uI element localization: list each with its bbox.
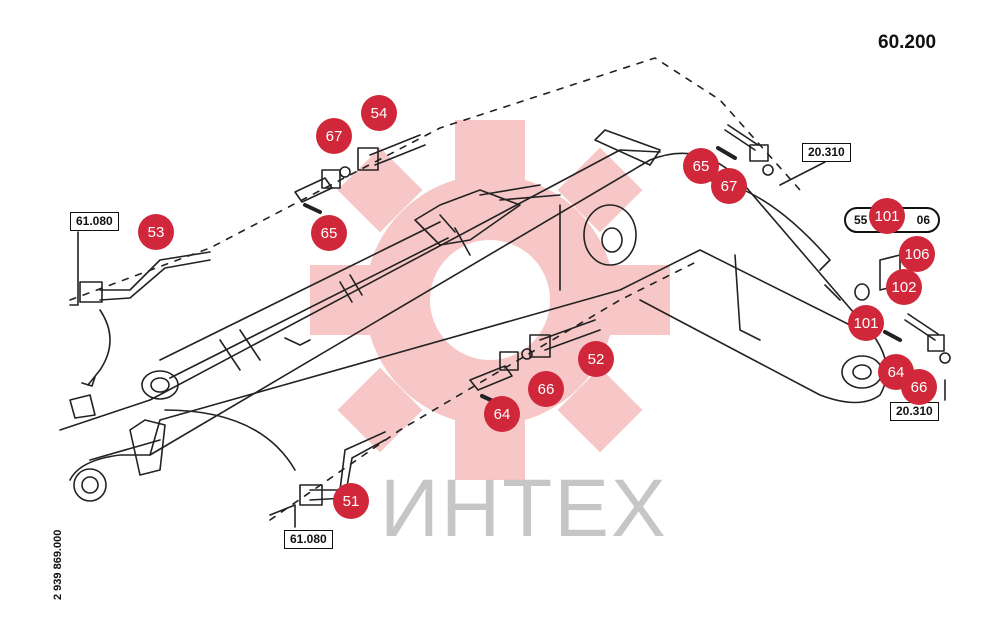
callout-marker[interactable]: 67 [316, 118, 352, 154]
callout-marker[interactable]: 101 [869, 198, 905, 234]
callout-marker[interactable]: 101 [848, 305, 884, 341]
callout-marker[interactable]: 67 [711, 168, 747, 204]
callout-marker[interactable]: 106 [899, 236, 935, 272]
callout-marker[interactable]: 65 [311, 215, 347, 251]
watermark-text: ИНТЕХ [380, 463, 668, 554]
callout-marker[interactable]: 54 [361, 95, 397, 131]
part-box-left-label: 55 [854, 213, 868, 227]
reference-box[interactable]: 61.080 [70, 212, 119, 231]
callout-marker[interactable]: 52 [578, 341, 614, 377]
watermark-gear-icon [310, 120, 670, 480]
callout-marker[interactable]: 66 [528, 371, 564, 407]
callout-marker[interactable]: 51 [333, 483, 369, 519]
reference-box[interactable]: 20.310 [802, 143, 851, 162]
drawing-number: 2 939 869.000 [52, 529, 64, 600]
callout-marker[interactable]: 66 [901, 369, 937, 405]
part-box-right-label: 06 [916, 213, 930, 227]
callout-marker[interactable]: 64 [484, 396, 520, 432]
page-code: 60.200 [878, 32, 937, 53]
reference-box[interactable]: 20.310 [890, 402, 939, 421]
callout-marker[interactable]: 102 [886, 269, 922, 305]
callout-marker[interactable]: 53 [138, 214, 174, 250]
reference-box[interactable]: 61.080 [284, 530, 333, 549]
